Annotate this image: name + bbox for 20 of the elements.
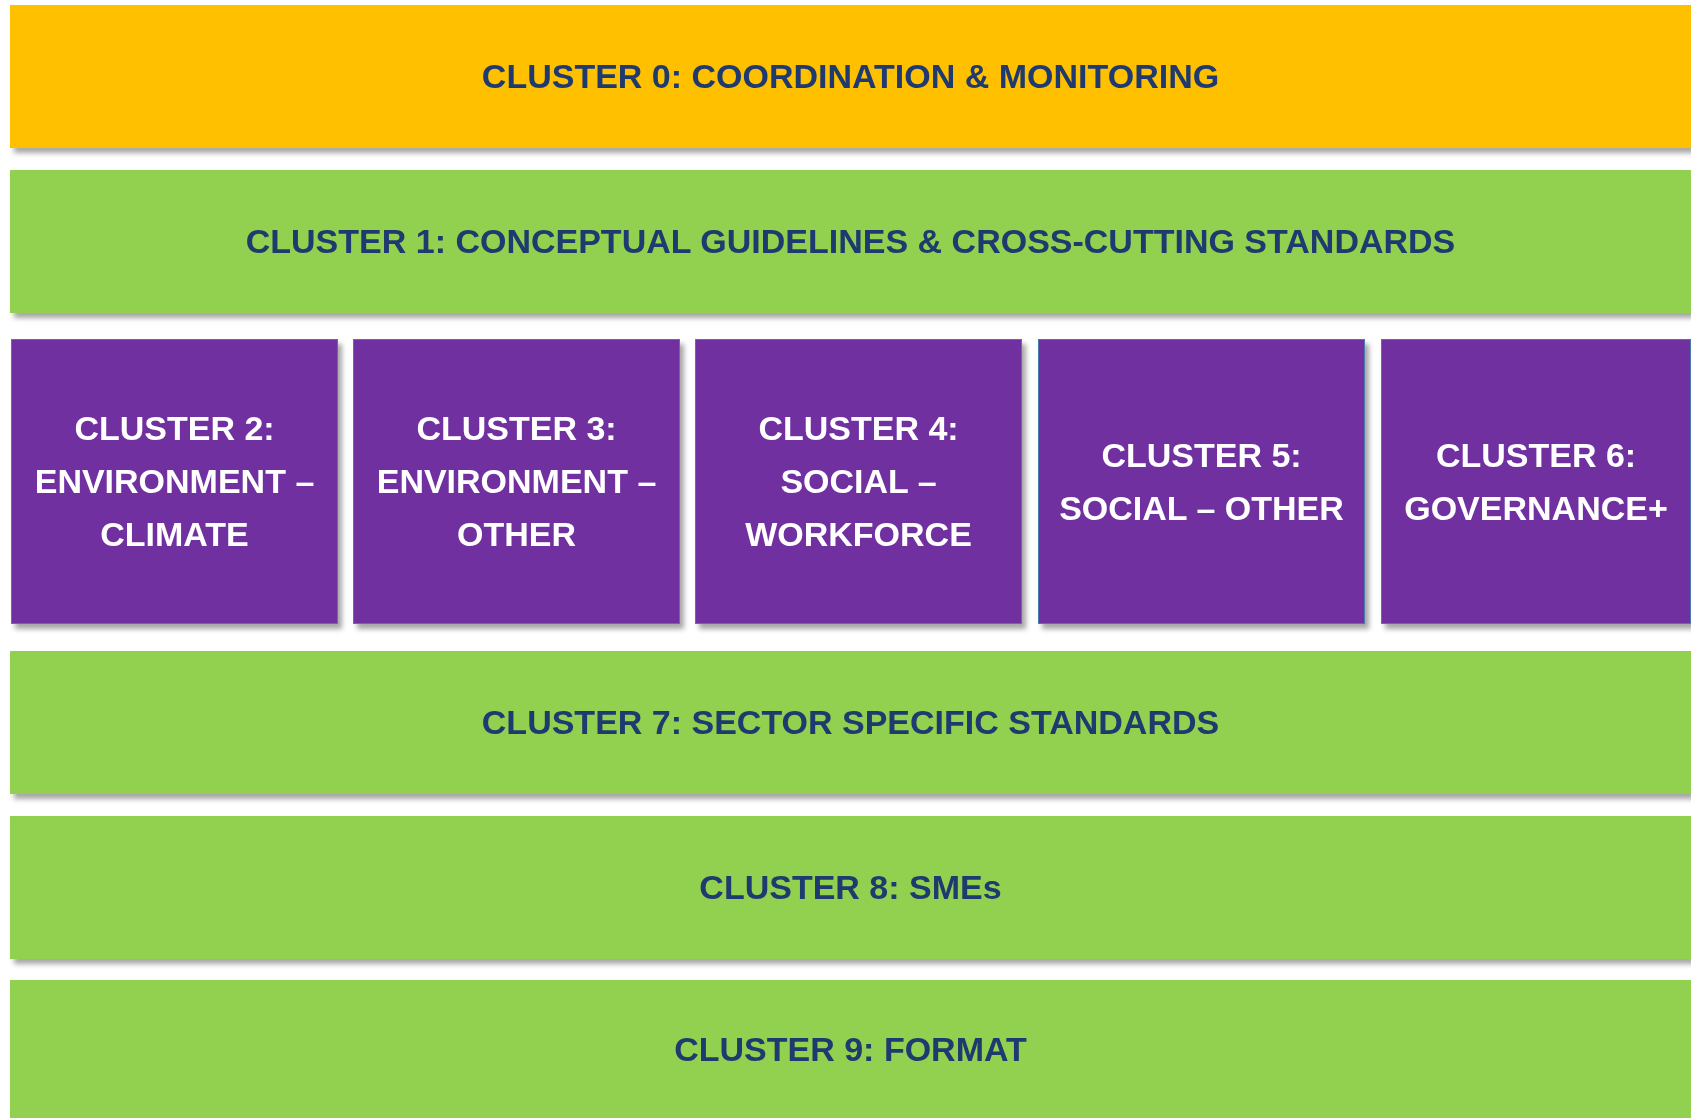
cluster-title: CLUSTER 9: FORMAT — [674, 1028, 1027, 1070]
cluster-band — [10, 5, 1691, 148]
cluster-title: CLUSTER 7: SECTOR SPECIFIC STANDARDS — [481, 702, 1220, 744]
cluster-box — [11, 339, 338, 624]
cluster-title: CLUSTER 3: ENVIRONMENT – OTHER — [375, 408, 658, 555]
cluster-title: CLUSTER 4: SOCIAL – WORKFORCE — [744, 408, 973, 555]
cluster-band — [10, 651, 1691, 794]
cluster-box — [353, 339, 680, 624]
cluster-title: CLUSTER 5: SOCIAL – OTHER — [1058, 434, 1345, 529]
cluster-title: CLUSTER 1: CONCEPTUAL GUIDELINES & CROSS-CUTTING STANDARDS — [245, 221, 1456, 263]
cluster-title: CLUSTER 8: SMEs — [699, 867, 1002, 909]
cluster-box — [1038, 339, 1365, 624]
cluster-title: CLUSTER 2: ENVIRONMENT – CLIMATE — [33, 408, 316, 555]
cluster-box — [695, 339, 1022, 624]
cluster-band — [10, 980, 1691, 1118]
cluster-box — [1381, 339, 1691, 624]
cluster-title: CLUSTER 6: GOVERNANCE+ — [1403, 434, 1669, 529]
cluster-band — [10, 170, 1691, 313]
cluster-band — [10, 816, 1691, 959]
cluster-title: CLUSTER 0: COORDINATION & MONITORING — [481, 56, 1220, 98]
